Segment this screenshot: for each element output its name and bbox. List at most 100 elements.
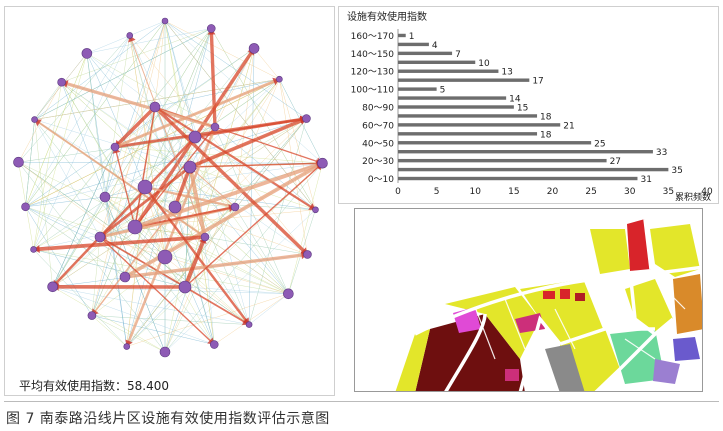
- network-node: [149, 101, 161, 113]
- network-graph-panel: 平均有效使用指数：58.400: [4, 6, 335, 396]
- data-label: 17: [532, 77, 543, 87]
- land-use-map-drawing: [355, 209, 702, 391]
- network-node: [13, 156, 24, 168]
- chart-title: 设施有效使用指数: [347, 10, 427, 23]
- bar: [398, 42, 429, 47]
- network-arrow: [91, 206, 176, 317]
- network-node: [312, 206, 319, 214]
- data-label: 33: [656, 148, 667, 158]
- network-edge: [164, 163, 323, 353]
- network-edge: [86, 53, 196, 138]
- network-edge: [104, 196, 250, 325]
- network-node: [110, 142, 120, 152]
- data-label: 15: [517, 104, 528, 114]
- data-label: 27: [610, 157, 621, 167]
- network-edge: [129, 35, 215, 345]
- map-parcel: [560, 289, 570, 299]
- network-edge: [253, 48, 280, 80]
- network-arrow: [184, 162, 323, 288]
- network-edge: [189, 48, 255, 168]
- y-tick-label: 120～130: [351, 68, 395, 78]
- network-arrow: [33, 235, 206, 252]
- network-node: [206, 24, 216, 33]
- network-arrow: [129, 35, 206, 238]
- network-node: [137, 179, 153, 195]
- network-node: [47, 281, 58, 293]
- network-edge: [184, 166, 191, 288]
- x-tick-label: 35: [663, 187, 674, 197]
- network-edge: [164, 20, 191, 168]
- network-arrow: [114, 77, 280, 149]
- network-edge: [164, 79, 280, 258]
- network-edge: [91, 236, 101, 316]
- network-edge: [134, 226, 206, 238]
- map-parcel: [653, 359, 680, 384]
- network-edge: [33, 79, 280, 250]
- map-parcel: [395, 329, 430, 391]
- network-edge: [52, 28, 212, 287]
- network-edge: [126, 286, 186, 347]
- network-edge: [91, 315, 127, 347]
- data-label: 13: [501, 68, 512, 78]
- map-parcel: [610, 329, 665, 384]
- bar-chart: 设施有效使用指数 累积频数 31352733251821181514517131…: [347, 10, 713, 203]
- network-node: [31, 116, 38, 123]
- network-edge: [61, 28, 212, 83]
- network-node: [161, 17, 169, 25]
- network-edge: [86, 20, 166, 54]
- network-edge: [129, 35, 191, 168]
- bar: [398, 167, 669, 172]
- network-edge: [164, 20, 316, 210]
- data-label: 7: [455, 50, 461, 60]
- network-node: [94, 231, 106, 243]
- network-edge: [34, 119, 101, 238]
- network-node: [126, 32, 134, 39]
- bar: [398, 69, 499, 73]
- network-edge: [25, 119, 35, 207]
- network-edge: [214, 126, 289, 294]
- network-edge: [211, 28, 316, 210]
- network-edge: [86, 53, 106, 198]
- y-tick-label: 160～170: [351, 32, 395, 42]
- network-node: [159, 346, 171, 358]
- network-node: [302, 114, 311, 123]
- network-edge: [126, 118, 307, 347]
- data-label: 10: [478, 59, 490, 69]
- network-edge: [279, 79, 316, 210]
- figure-caption: 图 7 南泰路沿线片区设施有效使用指数评估示意图: [6, 411, 330, 427]
- y-tick-label: 40～50: [362, 139, 394, 149]
- network-node: [188, 130, 202, 144]
- network-arrow: [61, 80, 216, 129]
- network-edge: [164, 20, 250, 325]
- map-parcel: [590, 229, 630, 274]
- network-arrow: [153, 105, 309, 256]
- network-edge: [52, 146, 116, 287]
- y-tick-label: 140～150: [351, 50, 395, 60]
- map-parcel: [545, 344, 585, 391]
- bar: [398, 158, 607, 163]
- network-edge: [144, 186, 316, 211]
- network-edge: [86, 28, 212, 54]
- network-edge: [214, 293, 289, 345]
- map-parcel: [505, 369, 519, 381]
- data-label: 31: [640, 175, 651, 185]
- bar: [398, 123, 561, 127]
- network-edges: [18, 20, 323, 353]
- network-edge: [204, 236, 308, 255]
- x-tick-label: 10: [470, 187, 482, 197]
- bar: [398, 105, 514, 109]
- network-edge: [25, 48, 255, 207]
- network-arrow: [173, 166, 192, 208]
- network-edge: [164, 20, 196, 138]
- map-parcel: [575, 293, 585, 301]
- network-node: [21, 202, 30, 212]
- network-arrow: [183, 236, 207, 288]
- network-arrow: [189, 162, 323, 168]
- network-node: [200, 232, 210, 242]
- network-edge: [204, 236, 289, 294]
- network-node: [157, 249, 173, 265]
- x-tick-label: 25: [585, 187, 596, 197]
- network-arrow: [114, 146, 136, 228]
- network-edge: [34, 119, 53, 287]
- network-node: [99, 191, 111, 203]
